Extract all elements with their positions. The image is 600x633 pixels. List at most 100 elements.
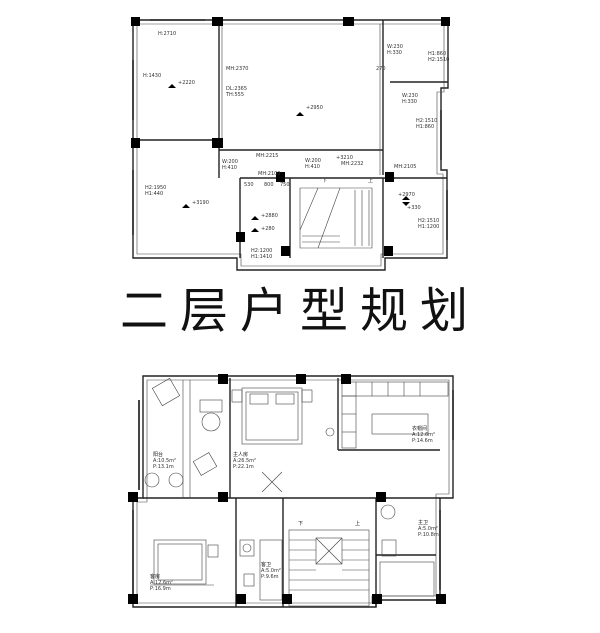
column	[376, 492, 386, 502]
master-bed	[231, 387, 335, 445]
dim-label: H1:440	[145, 191, 163, 197]
level-label: +3210	[336, 155, 353, 161]
dim-label: H1:1410	[251, 254, 272, 260]
level-marker-icon	[251, 216, 259, 220]
room-name: 衣帽间	[412, 425, 427, 432]
upper-floor-plan: H:2710 H:1430 +2220 MH:2370 DL:2365 TH:5…	[131, 17, 450, 271]
room-perimeter: P:10.8m	[418, 532, 439, 538]
guest-bed	[150, 539, 219, 586]
column	[218, 492, 228, 502]
stair-direction-label: 上	[368, 177, 373, 184]
dim-label: W:230	[402, 93, 418, 99]
level-marker-icon	[168, 84, 176, 88]
room-perimeter: P:16.9m	[150, 586, 171, 592]
dim-label: MH:2215	[256, 153, 278, 159]
room-name: 阳台	[153, 451, 163, 458]
page-title: 二层户型规划	[119, 283, 480, 339]
column	[212, 17, 223, 26]
room-perimeter: P:13.1m	[153, 464, 174, 470]
level-label: +2220	[178, 80, 195, 86]
column	[131, 17, 140, 26]
dim-label: 800	[264, 182, 274, 188]
room-area: A:5.0m²	[261, 568, 281, 574]
dim-label: H:410	[305, 164, 320, 170]
column	[128, 594, 138, 604]
dim-label: W:230	[387, 44, 403, 50]
room-area: A:10.5m²	[153, 458, 176, 464]
room-area: A:26.5m²	[233, 458, 256, 464]
column	[281, 246, 290, 256]
dim-label: MH:2100	[258, 171, 280, 177]
level-marker-icon	[402, 202, 410, 206]
column	[385, 172, 394, 182]
stair-direction-label: 上	[355, 520, 360, 527]
column	[441, 17, 450, 26]
room-perimeter: P:14.6m	[412, 438, 433, 444]
room-perimeter: P:9.6m	[261, 574, 279, 580]
dim-label: H2:1950	[145, 185, 166, 191]
column	[276, 172, 285, 182]
dim-label: 750	[280, 182, 290, 188]
master-bath-fixtures	[379, 504, 435, 597]
balcony-furniture	[144, 377, 223, 488]
column	[212, 138, 223, 148]
room-perimeter: P:22.1m	[233, 464, 254, 470]
column	[384, 246, 393, 256]
lower-floor-plan: 阳台 A:10.5m² P:13.1m 主人房 A:26.5m² P:22.1m…	[128, 374, 454, 608]
level-label: +2970	[398, 192, 415, 198]
level-label: +330	[407, 205, 421, 211]
level-marker-icon	[402, 196, 410, 200]
guest-bath-fixtures	[239, 539, 283, 601]
dim-label: H2:1510	[416, 118, 437, 124]
upper-stair	[299, 187, 373, 249]
column	[296, 374, 306, 384]
dim-label: H1:860	[428, 51, 446, 57]
column	[343, 17, 354, 26]
room-area: A:5.0m²	[418, 526, 438, 532]
dim-label: H2:1510	[428, 57, 449, 63]
level-marker-icon	[182, 204, 190, 208]
dim-label: H:2710	[158, 31, 176, 37]
dim-label: H:330	[402, 99, 417, 105]
column	[218, 374, 228, 384]
level-label: +280	[261, 226, 275, 232]
room-name: 客房	[150, 573, 160, 580]
stair-direction-label: 下	[322, 178, 327, 184]
dim-label: DL:2365	[226, 86, 247, 92]
dim-label: H2:1200	[251, 248, 272, 254]
dim-label: MH:2232	[341, 161, 363, 167]
room-name: 主人房	[233, 451, 248, 458]
level-marker-icon	[251, 228, 259, 232]
dim-label: H1:860	[416, 124, 434, 130]
dim-label: MH:2370	[226, 66, 248, 72]
room-name: 主卫	[418, 519, 428, 526]
dim-label: MH:2105	[394, 164, 416, 170]
dim-label: W:200	[305, 158, 321, 164]
dim-label: H1:1200	[418, 224, 439, 230]
lower-stair	[261, 471, 370, 607]
dim-label: 530	[244, 182, 254, 188]
dim-label: TH:555	[225, 92, 244, 98]
stair-direction-label: 下	[298, 521, 303, 527]
dim-label: H:330	[387, 50, 402, 56]
dim-label: H2:1510	[418, 218, 439, 224]
wardrobe	[341, 381, 449, 449]
dim-label: 270	[376, 66, 386, 72]
column	[341, 374, 351, 384]
room-name: 客卫	[261, 561, 271, 568]
level-marker-icon	[296, 112, 304, 116]
column	[236, 232, 245, 242]
column	[131, 138, 140, 148]
dim-label: H:1430	[143, 73, 161, 79]
level-label: +2880	[261, 213, 278, 219]
column	[436, 594, 446, 604]
column	[236, 594, 246, 604]
level-label: +2950	[306, 105, 323, 111]
column	[372, 594, 382, 604]
room-area: A:12.6m²	[150, 580, 173, 586]
dim-label: W:200	[222, 159, 238, 165]
room-area: A:12.6m²	[412, 432, 435, 438]
dim-label: H:410	[222, 165, 237, 171]
column	[282, 594, 292, 604]
